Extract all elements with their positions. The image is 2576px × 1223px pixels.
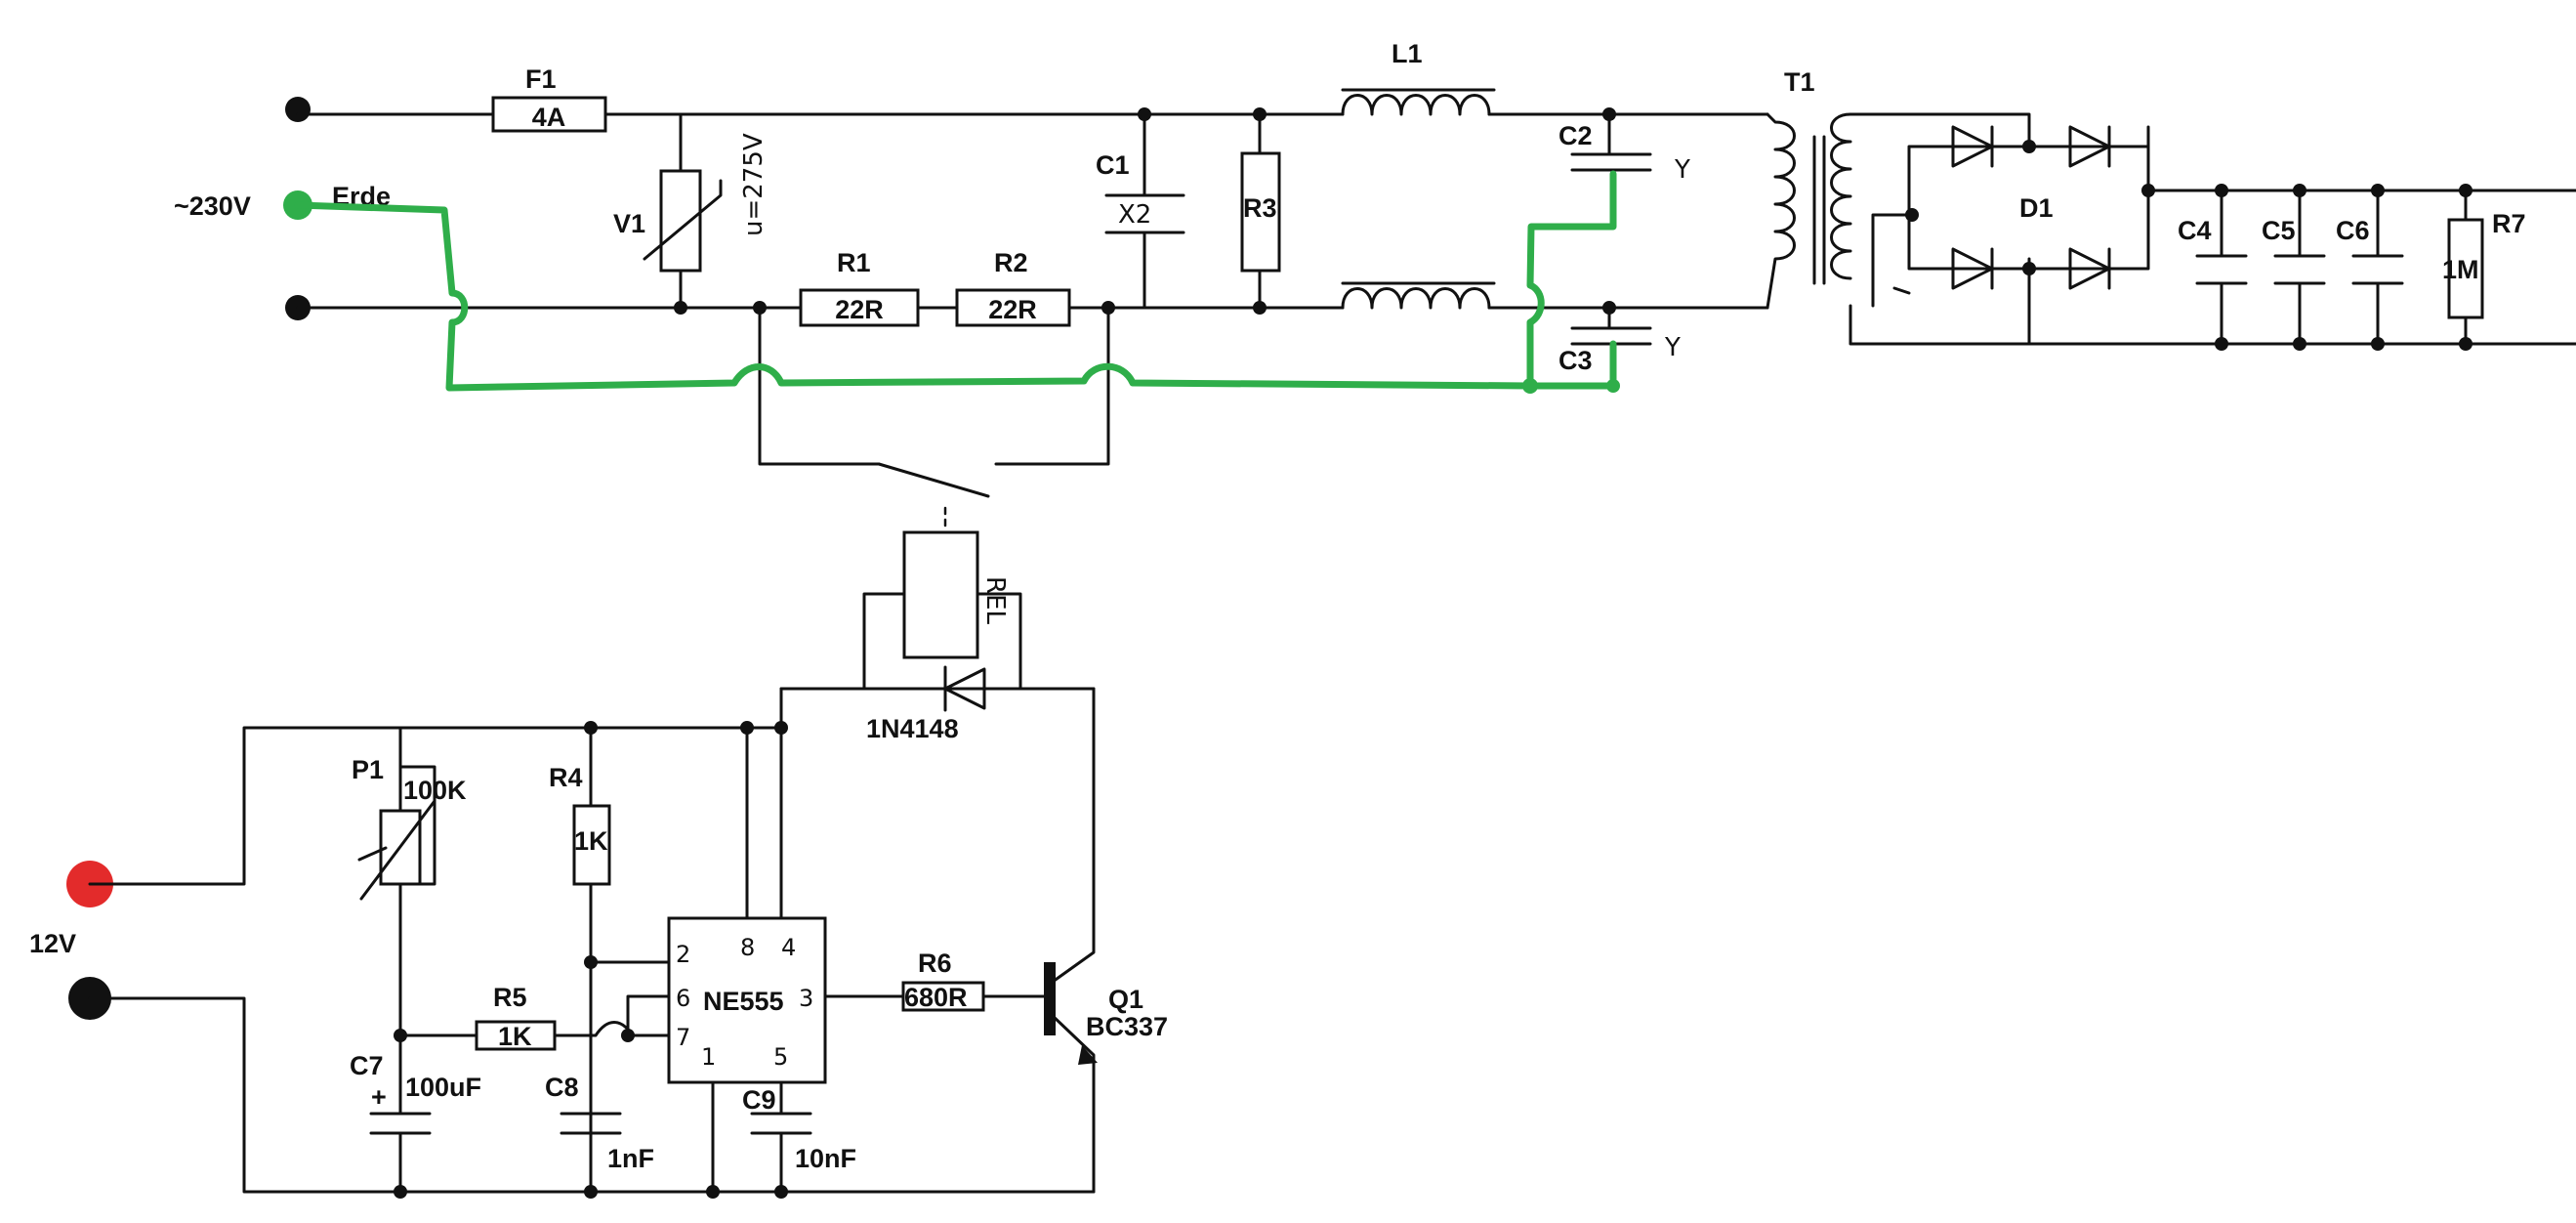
svg-text:10nF: 10nF — [795, 1144, 856, 1173]
svg-text:C3: C3 — [1558, 346, 1593, 375]
svg-text:100K: 100K — [403, 776, 467, 805]
svg-text:1M: 1M — [2442, 255, 2479, 284]
transistor-q1: Q1 BC337 — [1044, 687, 1168, 1194]
relay-coil: REL — [862, 530, 1022, 691]
svg-text:22R: 22R — [835, 295, 884, 324]
transformer-t1: T1 — [1766, 67, 1852, 310]
svg-text:1N4148: 1N4148 — [866, 714, 959, 743]
resistor-r6: R6 680R — [901, 949, 1052, 1012]
earth-junction — [1522, 378, 1538, 394]
svg-text:1nF: 1nF — [607, 1144, 654, 1173]
svg-text:R6: R6 — [918, 949, 952, 978]
wire-bridge-center — [1871, 213, 1914, 308]
resistor-r2: R2 22R — [955, 248, 1071, 327]
svg-text:BC337: BC337 — [1086, 1012, 1168, 1041]
potentiometer-p1: P1 100K — [352, 726, 467, 1037]
resistor-r3: R3 — [1240, 112, 1281, 310]
svg-text:100uF: 100uF — [405, 1073, 481, 1102]
bridge-rectifier-d1: D1 — [1907, 125, 2150, 290]
svg-text:C1: C1 — [1096, 150, 1130, 180]
capacitor-c8: C8 1nF — [545, 1033, 654, 1194]
capacitor-c4: C4 — [2178, 189, 2248, 346]
svg-text:1K: 1K — [574, 826, 608, 856]
earth-wire — [294, 170, 1617, 392]
svg-text:P1: P1 — [352, 755, 384, 784]
svg-text:C6: C6 — [2336, 216, 2370, 245]
svg-text:R4: R4 — [549, 763, 583, 792]
svg-text:C5: C5 — [2262, 216, 2296, 245]
svg-text:5: 5 — [773, 1043, 788, 1071]
svg-text:C9: C9 — [742, 1085, 776, 1115]
svg-text:R7: R7 — [2492, 209, 2526, 238]
svg-text:Y: Y — [1674, 155, 1690, 185]
svg-text:u=275V: u=275V — [739, 133, 769, 236]
capacitor-c7: C7 + 100uF — [350, 1033, 481, 1194]
supply-voltage-label: 12V — [29, 929, 76, 958]
svg-text:680R: 680R — [904, 983, 968, 1012]
svg-text:V1: V1 — [613, 209, 645, 238]
wire-after-choke — [1487, 112, 1769, 310]
svg-text:4A: 4A — [532, 103, 566, 132]
svg-text:R2: R2 — [994, 248, 1028, 277]
junction-dots-timer — [394, 721, 788, 1199]
svg-text:R1: R1 — [837, 248, 871, 277]
capacitor-c3: C3 Y — [1558, 306, 1681, 375]
relay-contact-switch — [877, 462, 990, 498]
inductor-l1: L1 — [1341, 39, 1496, 310]
svg-text:T1: T1 — [1784, 67, 1815, 97]
capacitor-c5: C5 — [2262, 189, 2326, 346]
svg-text:Y: Y — [1664, 333, 1681, 362]
svg-text:X2: X2 — [1118, 200, 1151, 230]
diode-1n4148: 1N4148 — [779, 665, 1096, 743]
svg-text:+: + — [371, 1082, 387, 1112]
fuse-f1: F1 4A — [491, 64, 607, 133]
wire-relay-contact — [758, 306, 1110, 466]
svg-text:R3: R3 — [1243, 193, 1277, 223]
svg-text:NE555: NE555 — [703, 987, 784, 1016]
mains-voltage-label: ~230V — [174, 191, 251, 221]
svg-text:22R: 22R — [988, 295, 1037, 324]
capacitor-c6: C6 — [2336, 189, 2404, 346]
wire-secondary — [1849, 112, 2150, 346]
resistor-r7: R7 1M — [2442, 189, 2526, 346]
svg-text:D1: D1 — [2019, 193, 2054, 223]
resistor-r4: R4 1K — [549, 726, 611, 1184]
svg-text:4: 4 — [781, 934, 796, 961]
capacitor-c2: C2 Y — [1558, 112, 1690, 185]
svg-text:8: 8 — [740, 934, 755, 961]
svg-text:1: 1 — [701, 1043, 716, 1071]
svg-text:C8: C8 — [545, 1073, 579, 1102]
svg-text:R5: R5 — [493, 983, 527, 1012]
svg-text:2: 2 — [676, 941, 690, 968]
resistor-r1: R1 22R — [799, 248, 920, 327]
svg-text:Q1: Q1 — [1108, 985, 1143, 1014]
varistor-v1: V1 u=275V — [613, 112, 769, 310]
svg-text:7: 7 — [676, 1024, 690, 1051]
svg-text:REL: REL — [980, 576, 1010, 624]
junction-dots-mains — [674, 107, 2472, 351]
capacitor-c9: C9 10nF — [742, 1085, 856, 1194]
svg-text:3: 3 — [799, 985, 813, 1012]
svg-text:C7: C7 — [350, 1051, 384, 1080]
mains-terminal-line — [285, 97, 311, 122]
svg-text:1K: 1K — [498, 1022, 532, 1051]
timer-ic-ne555: NE555 2 8 4 6 3 7 1 5 — [589, 687, 905, 1194]
resistor-r5: R5 1K — [398, 983, 666, 1051]
capacitor-c1: C1 X2 — [1096, 112, 1185, 310]
svg-text:6: 6 — [676, 985, 690, 1012]
svg-text:F1: F1 — [525, 64, 557, 94]
svg-text:C4: C4 — [2178, 216, 2212, 245]
earth-c3-junction — [1606, 379, 1620, 393]
svg-text:L1: L1 — [1392, 39, 1423, 68]
svg-text:C2: C2 — [1558, 121, 1593, 150]
